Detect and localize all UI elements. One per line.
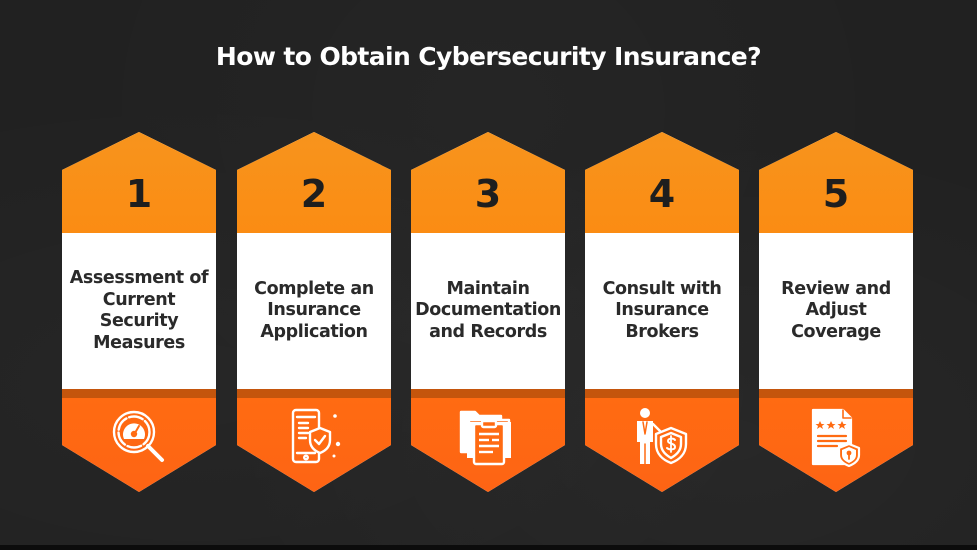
step-label: Maintain Documentation and Records (415, 278, 561, 342)
step-label: Complete an Insurance Application (254, 278, 374, 342)
step-label: Consult with Insurance Brokers (602, 278, 722, 342)
card-body: Assessment of Current Security Measures (62, 233, 216, 389)
bottom-band (0, 545, 977, 550)
page-title: How to Obtain Cybersecurity Insurance? (215, 42, 762, 71)
step-label: Assessment of Current Security Measures (69, 268, 209, 353)
magnifier-gauge-icon (108, 406, 170, 468)
broker-shield-dollar-icon (631, 406, 693, 468)
divider (62, 389, 216, 398)
step-number: 1 (125, 172, 153, 216)
phone-shield-check-icon (283, 406, 345, 468)
step-number: 3 (474, 172, 502, 216)
step-label: Review and Adjust Coverage (781, 278, 891, 342)
card-body: Maintain Documentation and Records (411, 233, 565, 389)
step-card-4: 4 Consult with Insurance Brokers (585, 132, 739, 492)
divider (237, 389, 391, 398)
step-card-1: 1 Assessment of Current Security Measure… (62, 132, 216, 492)
step-card-3: 3 Maintain Documentation and Records (411, 132, 565, 492)
folder-clipboard-icon (457, 406, 519, 468)
divider (759, 389, 913, 398)
step-number: 4 (648, 172, 676, 216)
card-body: Consult with Insurance Brokers (585, 233, 739, 389)
card-body: Review and Adjust Coverage (759, 233, 913, 389)
divider (411, 389, 565, 398)
step-card-2: 2 Complete an Insurance Application (237, 132, 391, 492)
card-body: Complete an Insurance Application (237, 233, 391, 389)
step-card-5: 5 Review and Adjust Coverage (759, 132, 913, 492)
step-number: 2 (300, 172, 328, 216)
rated-document-shield-icon (805, 406, 867, 468)
step-number: 5 (822, 172, 850, 216)
divider (585, 389, 739, 398)
